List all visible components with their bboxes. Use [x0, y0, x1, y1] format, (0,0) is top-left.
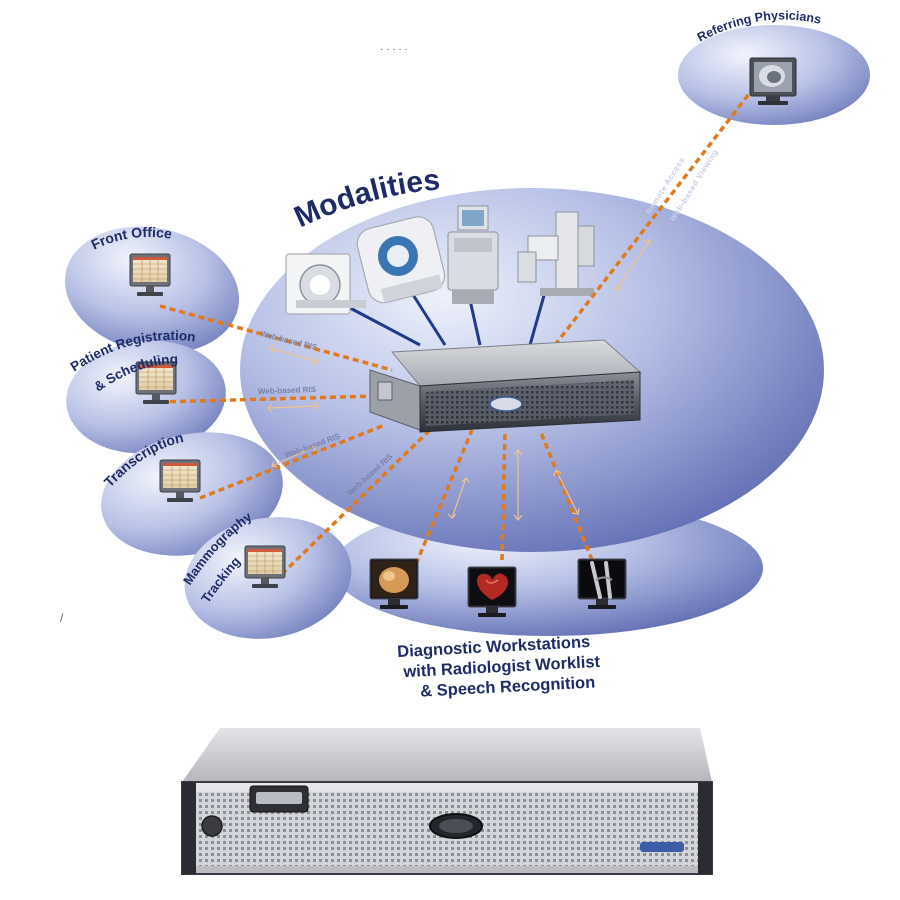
- mri-scanner-icon: [356, 216, 446, 304]
- stray-mark: /: [60, 611, 64, 625]
- x-ray-machine-icon: [517, 211, 595, 296]
- network-links: [159, 88, 754, 576]
- server-product-image: [181, 728, 713, 875]
- ct-scanner-icon: [285, 253, 366, 315]
- referring-physician-workstation-icon: [749, 57, 797, 105]
- patient-registration-ellipse: [66, 340, 226, 454]
- ultrasound-machine-icon: [447, 205, 499, 304]
- diagnostic-workstation-fetus: [369, 558, 419, 610]
- diagnostic-workstation-heart: [467, 566, 517, 618]
- link-label-patient-registration: Web-based RIS: [258, 385, 317, 396]
- bidirectional-arrows: [267, 239, 651, 521]
- central-ris-server: [369, 339, 642, 433]
- diagnostic-workstation-xray: [577, 558, 627, 610]
- stray-marks: · · · · ·: [380, 44, 408, 55]
